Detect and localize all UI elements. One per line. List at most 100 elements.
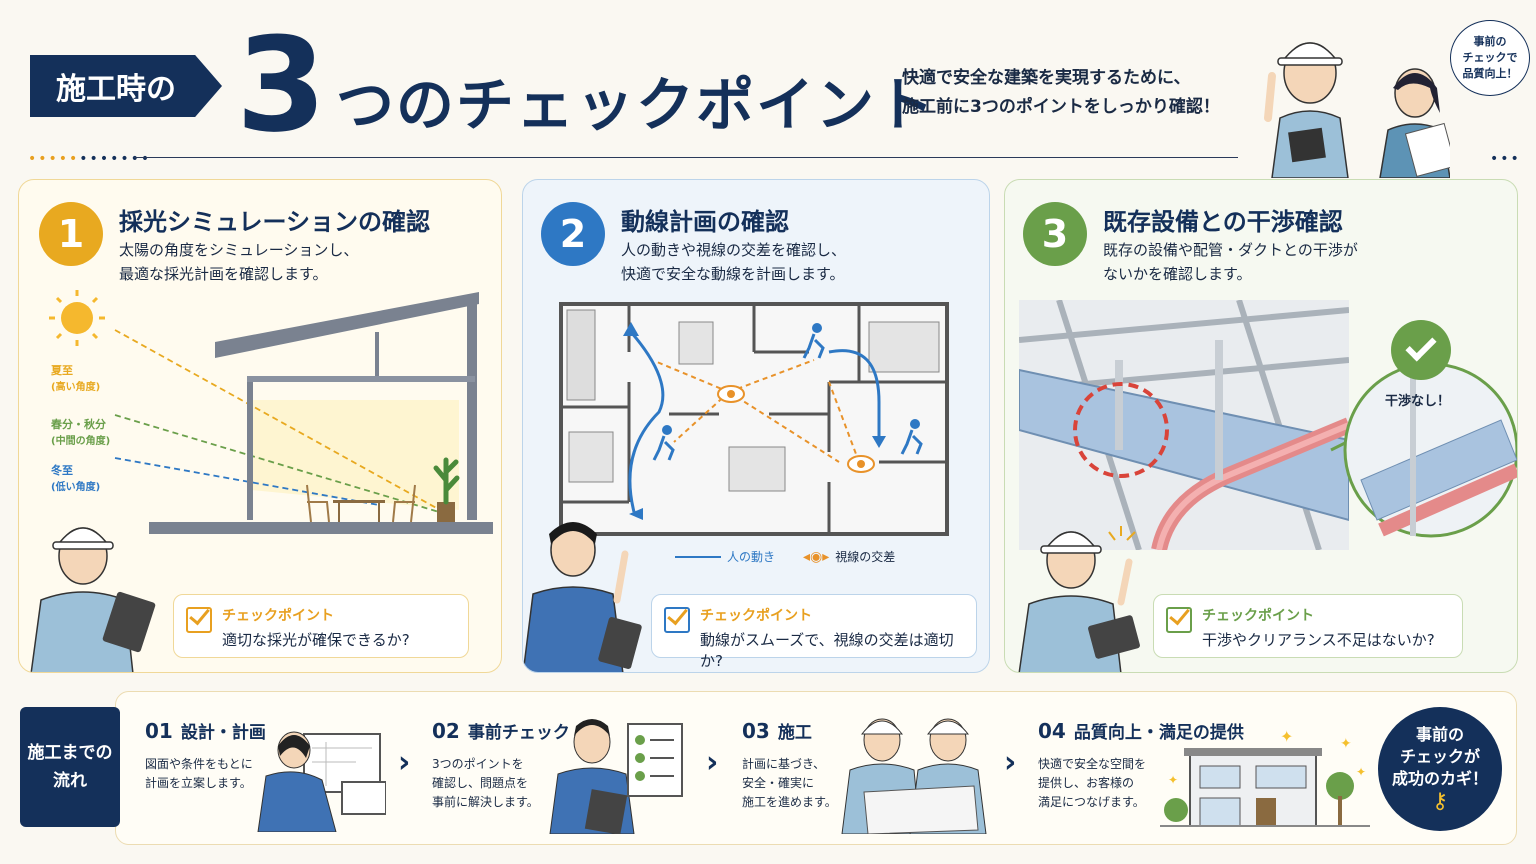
step-4-line-3: 満足につなげます。 [1038, 795, 1145, 809]
summer-solstice-label: 夏至 (高い角度) [51, 362, 100, 393]
chevron-right-icon: › [398, 745, 411, 780]
card-3-desc-line-1: 既存の設備や配管・ダクトとの干渉が [1103, 241, 1358, 259]
card-1-check-title: チェックポイント [222, 608, 334, 624]
equinox-label-group: 春分・秋分 (中間の角度) [51, 416, 110, 447]
card-3-number: 3 [1023, 202, 1087, 266]
subtitle-line-2: 施工前に3つのポイントをしっかり確認！ [902, 97, 1220, 117]
step-1-line-2: 計画を立案します。 [145, 776, 252, 790]
worker-with-clipboard-illustration [30, 527, 156, 672]
decorative-dots-right: ••• [1490, 151, 1521, 167]
header-subtitle: 快適で安全な建築を実現するために、 施工前に3つのポイントをしっかり確認！ [902, 64, 1220, 122]
sightline-eye-icon: ◂◉▸ [803, 548, 830, 565]
card-1-number: 1 [39, 202, 103, 266]
checkmark-icon [1391, 320, 1451, 380]
checker-with-checklist-illustration [549, 719, 683, 834]
flow-step-4: 04 品質向上・満足の提供 快適で安全な空間を 提供し、お客様の 満足につなげます… [1038, 718, 1244, 812]
step-4-number: 04 [1038, 719, 1066, 743]
step-3-line-2: 安全・確実に [742, 776, 815, 790]
card-3-title: 既存設備との干渉確認 [1103, 208, 1343, 236]
bubble-line-3: 品質向上！ [1462, 67, 1518, 80]
card-2-desc-line-1: 人の動きや視線の交差を確認し、 [621, 241, 847, 259]
movement-arrow-icon [675, 555, 721, 558]
svg-text:✦: ✦ [1356, 765, 1366, 779]
step-4-line-2: 提供し、お客様の [1038, 776, 1135, 790]
winter-solstice-label: 冬至 (低い角度) [51, 462, 100, 493]
decorative-dots-left: •••••••••••• [28, 151, 152, 167]
card-circulation: 2 動線計画の確認 人の動きや視線の交差を確認し、 快適で安全な動線を計画します… [522, 179, 990, 673]
card-1-title: 採光シミュレーションの確認 [119, 208, 431, 236]
person-walking-icon [802, 323, 825, 359]
designer-at-computer-illustration [257, 731, 386, 832]
floor-plan-illustration [559, 302, 949, 536]
step-3-number: 03 [742, 719, 770, 743]
badge-line-2: チェックが [1399, 747, 1480, 766]
card-daylight: 1 採光シミュレーションの確認 太陽の角度をシミュレーションし、 最適な採光計画… [18, 179, 502, 673]
header-label: 施工時の [30, 55, 222, 117]
worker-with-tablet-illustration [1018, 526, 1140, 672]
header-divider [134, 157, 1238, 158]
card-2-check-title: チェックポイント [700, 608, 812, 624]
card-interference: 3 既存設備との干渉確認 既存の設備や配管・ダクトとの干渉が ないかを確認します… [1004, 179, 1518, 673]
bubble-line-1: 事前の [1473, 35, 1507, 48]
floorplan-legend: 人の動き ◂◉▸ 視線の交差 [675, 548, 895, 565]
step-4-title: 品質向上・満足の提供 [1073, 723, 1244, 743]
eye-icon [847, 455, 875, 473]
chevron-right-icon: › [706, 745, 719, 780]
svg-text:✦: ✦ [1280, 727, 1293, 746]
card-2-desc-line-2: 快適で安全な動線を計画します。 [621, 265, 845, 283]
card-3-desc: 既存の設備や配管・ダクトとの干渉が ないかを確認します。 [1103, 238, 1358, 286]
card-3-check-title: チェックポイント [1202, 608, 1314, 624]
card-3-checkpoint: チェックポイント 干渉やクリアランス不足はないか? [1153, 594, 1463, 658]
card-1-check-text: 適切な採光が確保できるか? [222, 631, 410, 649]
flow-step-3: 03 施工 計画に基づき、 安全・確実に 施工を進めます。 [742, 718, 837, 812]
step-2-number: 02 [432, 719, 460, 743]
step-2-line-2: 確認し、問題点を [432, 776, 529, 790]
step-3-title: 施工 [777, 723, 812, 743]
header-number: 3 [236, 9, 327, 161]
card-2-checkpoint: チェックポイント 動線がスムーズで、視線の交差は適切か? [651, 594, 977, 670]
card-2-check-text: 動線がスムーズで、視線の交差は適切か? [700, 631, 954, 670]
step-2-line-1: 3つのポイントを [432, 757, 524, 771]
flow-label-line-1: 施工までの [27, 743, 113, 763]
step-3-line-1: 計画に基づき、 [742, 757, 826, 771]
daylight-simulation-illustration [49, 290, 493, 534]
step-2-line-3: 事前に解決します。 [432, 795, 539, 809]
card-1-desc: 太陽の角度をシミュレーションし、 最適な採光計画を確認します。 [119, 238, 358, 286]
man-pointing-illustration [523, 522, 642, 672]
winter-sub-label: (低い角度) [51, 482, 101, 493]
two-workers-with-blueprint-illustration [841, 718, 987, 834]
flow-label-line-2: 流れ [53, 771, 87, 791]
house-illustration: ✦✦✦✦ [1160, 727, 1370, 827]
badge-line-3: 成功のカギ！ [1391, 769, 1488, 788]
step-1-line-1: 図面や条件をもとに [145, 757, 253, 771]
eye-icon [717, 385, 745, 403]
card-3-desc-line-2: ないかを確認します。 [1103, 265, 1252, 283]
card-1-checkpoint: チェックポイント 適切な採光が確保できるか? [173, 594, 469, 658]
step-2-title: 事前チェック [467, 723, 570, 743]
step-4-line-1: 快適で安全な空間を [1038, 757, 1147, 771]
equinox-sub-label: (中間の角度) [51, 436, 111, 447]
legend-sightline: 視線の交差 [835, 550, 896, 564]
equinox-label: 春分・秋分 [51, 418, 106, 431]
card-2-desc: 人の動きや視線の交差を確認し、 快適で安全な動線を計画します。 [621, 238, 846, 286]
legend-movement: 人の動き [727, 550, 776, 564]
step-3-line-3: 施工を進めます。 [742, 795, 837, 809]
flow-label: 施工までの 流れ [20, 707, 120, 827]
badge-line-1: 事前の [1415, 725, 1464, 744]
sun-icon [49, 290, 105, 346]
step-1-title: 設計・計画 [180, 723, 266, 743]
flow-step-2: 02 事前チェック 3つのポイントを 確認し、問題点を 事前に解決します。 [432, 718, 570, 812]
subtitle-line-1: 快適で安全な建築を実現するために、 [902, 68, 1191, 88]
page-title: つのチェックポイント [336, 71, 937, 139]
summer-sub-label: (高い角度) [51, 382, 101, 393]
card-2-number: 2 [541, 202, 605, 266]
chevron-right-icon: › [1004, 745, 1017, 780]
no-interference-label: 干渉なし！ [1385, 394, 1451, 409]
card-3-check-text: 干渉やクリアランス不足はないか? [1202, 631, 1435, 649]
svg-text:✦: ✦ [1168, 773, 1178, 787]
summer-label: 夏至 [51, 364, 73, 377]
person-walking-icon [900, 419, 923, 455]
check-icon [664, 607, 690, 633]
winter-label: 冬至 [51, 464, 73, 477]
